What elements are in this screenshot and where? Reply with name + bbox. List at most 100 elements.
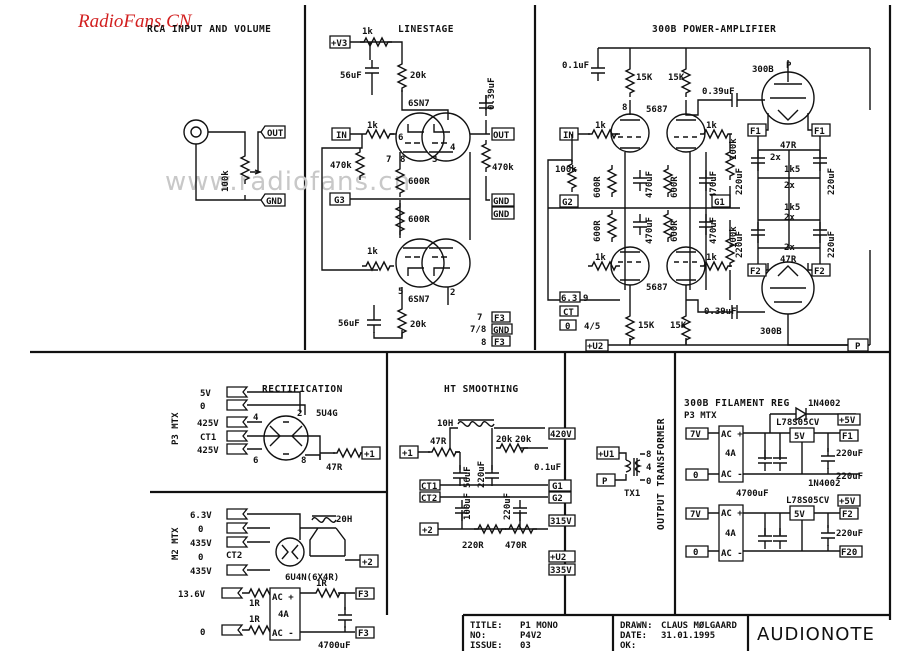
- rect-tube-6u4n: [275, 537, 305, 567]
- rect-136v: 13.6V: [178, 590, 206, 600]
- pa-g2-label: G2: [562, 198, 573, 208]
- fil-acp-b: AC +: [721, 509, 743, 519]
- pa-c470-b: 470uF: [709, 171, 719, 198]
- pa-c039-top: 0.39uF: [702, 87, 735, 97]
- rect-5u4g-label: 5U4G: [316, 409, 338, 419]
- pa-f2-left: F2: [750, 267, 761, 277]
- pa-legend-45: 4/5: [584, 322, 600, 332]
- ht-g2: G2: [552, 494, 563, 504]
- ls-pin6: 6: [398, 133, 403, 143]
- pa-r15k-b: 15K: [668, 73, 685, 83]
- fil-1n4002-a: 1N4002: [808, 399, 841, 409]
- rect-435a: 435V: [190, 539, 212, 549]
- pa-r100k-a: 100k: [555, 165, 577, 175]
- ht-c220-a: 220uF: [477, 461, 487, 488]
- rect-ct2: CT2: [226, 551, 242, 561]
- output-transformer-section: OUTPUT TRANSFORMER +U1 P 8 4 0 TX1: [596, 418, 667, 530]
- pa-legend-63: 6.3: [561, 294, 577, 304]
- pa-driver-top: 5687: [646, 105, 668, 115]
- rect-pin4: 4: [253, 413, 259, 423]
- fil-0-b: 0: [693, 548, 698, 558]
- rect-6u4n-label: 6U4N(6X4R): [285, 573, 339, 583]
- ht-315v: 315V: [550, 517, 572, 527]
- rect-0b: 0: [198, 525, 203, 535]
- ls-legend-gnd: GND: [493, 326, 510, 336]
- ht-ct2: CT2: [421, 494, 437, 504]
- watermark-brand: RadioFans.CN: [77, 11, 193, 32]
- section-title-rect: RECTIFICATION: [262, 384, 343, 395]
- fil-acm-b: AC -: [721, 549, 743, 559]
- pa-r100k-b: 100k: [729, 138, 739, 160]
- ls-r20k-bot: 20k: [410, 320, 427, 330]
- section-title-rca: RCA INPUT AND VOLUME: [147, 24, 271, 35]
- pa-r15k-d: 15K: [670, 321, 687, 331]
- rect-acm: AC -: [272, 629, 294, 639]
- filament-reg-section: 300B FILAMENT REG P3 MTX 1N4002 7V 0 AC …: [684, 398, 863, 562]
- fil-acm-a: AC -: [721, 470, 743, 480]
- fil-7v-a: 7V: [690, 430, 701, 440]
- ht-10h: 10H: [437, 419, 453, 429]
- fil-4a-a: 4A: [725, 449, 736, 459]
- rect-425a: 425V: [197, 419, 219, 429]
- rect-tube-5u4g: [263, 415, 309, 461]
- rect-0d: 0: [200, 628, 205, 638]
- ht-c220-b: 220uF: [503, 493, 513, 520]
- rca-input-volume-section: RCA INPUT AND VOLUME 100k OUT GND: [147, 24, 286, 207]
- ht-ct1: CT1: [421, 482, 437, 492]
- section-title-ht: HT SMOOTHING: [444, 384, 519, 395]
- pa-pin8-top: 8: [622, 103, 627, 113]
- ls-tube-top-label: 6SN7: [408, 99, 430, 109]
- pa-r100k-c: 100k: [729, 226, 739, 248]
- ls-pin4: 4: [450, 143, 456, 153]
- ls-legend-7: 7: [477, 313, 482, 323]
- tb-title-value: P1 MONO: [520, 621, 559, 631]
- rect-pin6: 6: [253, 456, 258, 466]
- tb-date-key: DATE:: [620, 631, 647, 641]
- pa-2x-d: 2x: [784, 243, 795, 253]
- fil-f2: F2: [842, 510, 853, 520]
- pa-p-out: P: [855, 342, 861, 352]
- pa-g1-label: G1: [714, 198, 725, 208]
- rect-m2-label: M2 MTX: [171, 527, 181, 560]
- fil-c220-c: 220uF: [836, 529, 863, 539]
- rect-0c: 0: [198, 553, 203, 563]
- ls-cap-bot: 56uF: [338, 319, 360, 329]
- ls-in-label: IN: [336, 131, 347, 141]
- rect-5v: 5V: [200, 389, 211, 399]
- rect-1r-a: 1R: [249, 599, 260, 609]
- fil-f20: F20: [841, 548, 857, 558]
- ls-tube-bottom: [395, 238, 445, 288]
- pa-c220-d: 220uF: [827, 231, 837, 258]
- pa-c220-a: 220uF: [735, 168, 745, 195]
- fil-plus5-a: +5V: [839, 416, 856, 426]
- pa-r1k-d: 1k: [706, 253, 717, 263]
- ls-legend-8: 8: [481, 338, 486, 348]
- section-title-output: OUTPUT TRANSFORMER: [656, 418, 667, 530]
- tb-issue-value: 03: [520, 641, 531, 651]
- gnd-connector: [260, 193, 286, 207]
- ot-pin8: 8: [646, 450, 651, 460]
- ls-tube-bottom-label: 6SN7: [408, 295, 430, 305]
- pa-c039-bot: 0.39uF: [704, 307, 737, 317]
- fil-c4700: 4700uF: [736, 489, 769, 499]
- ls-legend-f3: F3: [494, 314, 505, 324]
- tb-drawn-key: DRAWN:: [620, 621, 653, 631]
- ht-u2: +U2: [550, 553, 566, 563]
- rect-f3-b: F3: [358, 629, 369, 639]
- ls-r470k-left: 470k: [330, 161, 352, 171]
- ht-plus1: +1: [402, 449, 413, 459]
- section-title-linestage: LINESTAGE: [398, 24, 454, 35]
- pa-c470-c: 470uF: [645, 217, 655, 244]
- fil-4a-b: 4A: [725, 529, 736, 539]
- tb-issue-key: ISSUE:: [470, 641, 503, 651]
- pa-r47-bot: 47R: [780, 255, 797, 265]
- tb-date-value: 31.01.1995: [661, 631, 715, 641]
- ls-pin5: 5: [398, 287, 403, 297]
- pa-c01: 0.1uF: [562, 61, 589, 71]
- ht-r20k-a: 20k: [496, 435, 513, 445]
- pa-r600-b: 600R: [670, 176, 680, 198]
- ht-r20k-b: 20k: [515, 435, 532, 445]
- ht-smoothing-section: HT SMOOTHING 10H +1 47R CT1 CT2 56uF 220…: [399, 384, 576, 576]
- fil-5v-b: 5V: [794, 510, 805, 520]
- rect-c4700: 4700uF: [318, 641, 351, 651]
